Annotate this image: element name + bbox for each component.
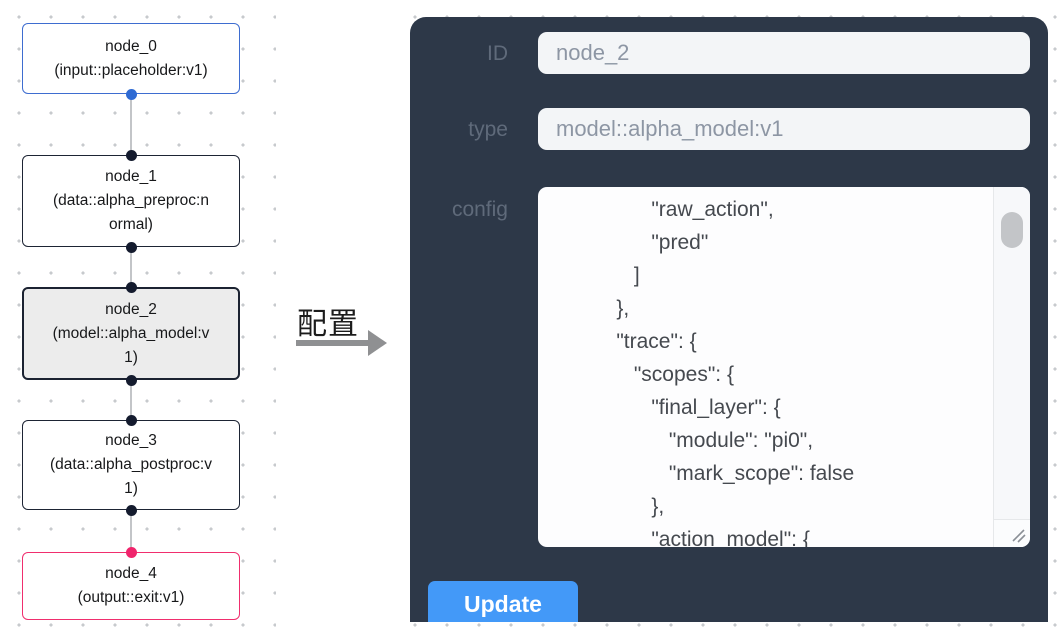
config-textarea[interactable]: "raw_action", "pred" ] }, "trace": { "sc…	[538, 187, 1030, 547]
config-line: "pred"	[558, 231, 709, 254]
node-id-label: node_1	[105, 168, 157, 185]
scrollbar-thumb[interactable]	[1001, 212, 1023, 248]
edge-node1-node2	[130, 247, 132, 287]
config-line: },	[558, 297, 630, 320]
port-node2-output[interactable]	[125, 374, 137, 386]
flow-node-node_1[interactable]: node_1 (data::alpha_preproc:normal)	[22, 155, 240, 247]
edge-node0-node1	[130, 94, 132, 155]
port-node0-output[interactable]	[125, 88, 137, 100]
port-node1-output[interactable]	[125, 241, 137, 253]
node-id-label: node_3	[105, 432, 157, 449]
config-line: },	[558, 495, 665, 518]
config-line: "action_model": {	[558, 528, 810, 547]
config-line: ]	[558, 264, 640, 287]
config-json-content[interactable]: "raw_action", "pred" ] }, "trace": { "sc…	[538, 193, 993, 547]
port-node1-input[interactable]	[125, 149, 137, 161]
edge-node2-node3	[130, 380, 132, 420]
type-field-label: type	[468, 118, 508, 141]
edge-node3-node4	[130, 510, 132, 552]
resize-handle-icon[interactable]	[1008, 525, 1028, 545]
flow-node-node_2-selected[interactable]: node_2 (model::alpha_model:v1)	[22, 287, 240, 380]
port-node3-input[interactable]	[125, 414, 137, 426]
config-line: "mark_scope": false	[558, 462, 855, 485]
config-line: "final_layer": {	[558, 396, 781, 419]
arrow-right-icon	[368, 330, 387, 356]
flow-node-node_3[interactable]: node_3 (data::alpha_postproc:v1)	[22, 420, 240, 510]
node-type-label: (output::exit:v1)	[77, 589, 185, 606]
update-button[interactable]: Update	[428, 581, 578, 622]
arrow-shaft	[296, 340, 370, 346]
node-type-label: (input::placeholder:v1)	[54, 61, 208, 79]
flow-node-node_4[interactable]: node_4 (output::exit:v1)	[22, 552, 240, 620]
port-node2-input[interactable]	[125, 281, 137, 293]
node-type-label: (model::alpha_model:v1)	[52, 324, 210, 366]
textarea-corner	[993, 519, 1030, 547]
config-field-label: config	[451, 198, 508, 221]
config-line: "scopes": {	[558, 363, 734, 386]
node-id-label: node_2	[105, 300, 157, 318]
node-id-label: node_0	[105, 37, 157, 55]
port-node4-input[interactable]	[125, 546, 137, 558]
node-type-label: (data::alpha_postproc:v1)	[50, 456, 212, 497]
config-line: "module": "pi0",	[558, 429, 814, 452]
node-config-panel: ID node_2 type model::alpha_model:v1 con…	[410, 17, 1048, 622]
id-field-label: ID	[487, 42, 508, 65]
node-id-label: node_4	[105, 565, 157, 582]
flow-node-node_0[interactable]: node_0 (input::placeholder:v1)	[22, 23, 240, 94]
port-node3-output[interactable]	[125, 504, 137, 516]
config-line: "raw_action",	[558, 198, 774, 221]
node-type-label: (data::alpha_preproc:normal)	[53, 192, 209, 233]
type-input[interactable]: model::alpha_model:v1	[538, 108, 1030, 150]
scrollbar-track[interactable]	[993, 187, 1030, 519]
config-annotation-label: 配置	[297, 308, 359, 341]
id-input[interactable]: node_2	[538, 32, 1030, 74]
config-line: "trace": {	[558, 330, 697, 353]
